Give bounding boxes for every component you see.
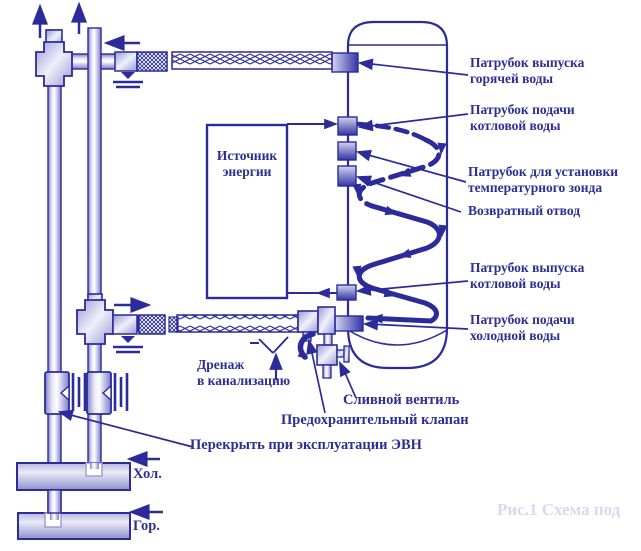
tap-icon bbox=[113, 72, 143, 89]
label-cold-water-supply: Патрубок подачи холодной воды bbox=[470, 312, 575, 343]
leader-lines bbox=[57, 57, 469, 448]
leader-safety-valve bbox=[303, 339, 326, 414]
leader-temp-probe bbox=[355, 146, 467, 183]
temp-probe-port bbox=[337, 141, 357, 161]
bottom-braided-hose bbox=[176, 314, 299, 333]
arrow-left-icon bbox=[129, 451, 160, 467]
right-shutoff-valve bbox=[86, 371, 129, 415]
leader-shutoff bbox=[57, 406, 194, 448]
label-temp-probe-port: Патрубок для установки температурного зо… bbox=[468, 164, 619, 195]
cold-main-pipe bbox=[16, 462, 131, 491]
leader-drain-valve bbox=[334, 360, 357, 399]
hot-outlet-port bbox=[331, 52, 359, 73]
figure-caption: Рис.1 Схема под bbox=[497, 500, 621, 519]
boiler-outlet-port bbox=[336, 284, 357, 301]
boiler-supply-port bbox=[337, 116, 358, 136]
flow-arrows bbox=[32, 4, 283, 520]
bottom-cross-fitting bbox=[76, 293, 114, 345]
tank-ports bbox=[331, 52, 364, 332]
tank bbox=[346, 20, 449, 370]
arrow-up-icon bbox=[71, 4, 87, 34]
arrow-right-icon bbox=[114, 297, 149, 313]
arrow-left-icon bbox=[106, 35, 140, 51]
top-union-valve bbox=[113, 51, 168, 89]
top-cross-fitting bbox=[35, 29, 73, 87]
return-port bbox=[337, 165, 357, 187]
drain-valve-body bbox=[316, 344, 338, 366]
arrow-up-icon bbox=[32, 6, 48, 38]
label-drain-valve: Сливной вентиль bbox=[343, 392, 460, 408]
leader-return-outlet bbox=[355, 171, 462, 213]
arrow-up-icon bbox=[269, 354, 283, 380]
drain-valve-handle bbox=[343, 345, 350, 363]
hot-main-pipe bbox=[17, 512, 131, 540]
label-drainage: Дренаж в канализацию bbox=[197, 357, 291, 388]
boiler-supply-line bbox=[287, 118, 338, 130]
label-cold-line: Хол. bbox=[133, 466, 162, 482]
leader-boiler-outlet bbox=[356, 280, 469, 297]
safety-valve-cluster bbox=[297, 306, 350, 379]
valve-handle-icon bbox=[71, 373, 87, 411]
label-boiler-water-supply: Патрубок подачи котловой воды bbox=[470, 102, 575, 133]
label-return-outlet: Возвратный отвод bbox=[468, 203, 581, 218]
label-boiler-water-outlet: Патрубок выпуска котловой воды bbox=[470, 260, 585, 291]
arrow-left-icon bbox=[131, 504, 163, 520]
boiler-return-line bbox=[287, 287, 337, 299]
leader-hot-outlet bbox=[358, 57, 469, 76]
valve-handle-icon bbox=[113, 373, 129, 411]
energy-source-box bbox=[205, 123, 289, 300]
drain-funnel-icon bbox=[250, 336, 289, 354]
left-shutoff-valve bbox=[44, 371, 87, 415]
label-shutoff-note: Перекрыть при эксплуатации ЭВН bbox=[190, 437, 422, 453]
top-braided-hose bbox=[171, 51, 333, 70]
tank-bottom-seam bbox=[347, 329, 448, 346]
bottom-union-valve bbox=[112, 314, 179, 354]
leader-boiler-supply bbox=[358, 113, 469, 133]
label-energy-source: Источник энергии bbox=[216, 148, 278, 179]
tap-icon bbox=[113, 336, 143, 354]
leader-cold-supply bbox=[363, 318, 469, 331]
label-hot-water-outlet: Патрубок выпуска горячей воды bbox=[470, 55, 585, 86]
left-riser-pipe-segment bbox=[47, 489, 62, 514]
cold-inlet-port bbox=[334, 315, 364, 332]
label-hot-line: Гор. bbox=[133, 518, 160, 534]
left-riser-pipe bbox=[47, 29, 62, 522]
label-safety-valve: Предохранительный клапан bbox=[281, 412, 469, 428]
